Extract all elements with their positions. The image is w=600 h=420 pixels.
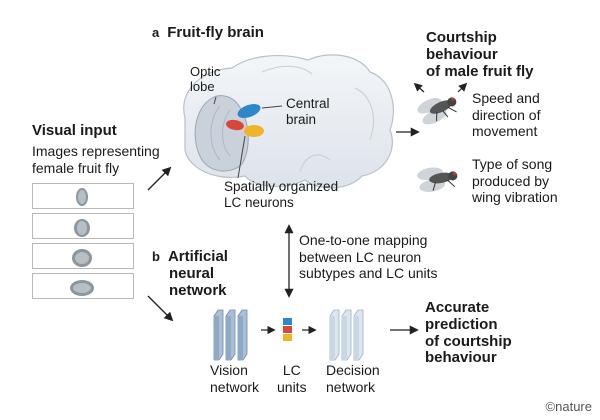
- visual-input-desc-line-1: Images representing: [32, 143, 160, 159]
- prediction-label: Accurate prediction of courtship behavio…: [425, 299, 512, 367]
- lc-neurons-highlight: [226, 104, 264, 137]
- song-line-1: Type of song: [472, 156, 553, 172]
- central-brain-line-1: Central: [286, 96, 330, 111]
- mapping-label: One-to-one mapping between LC neuron sub…: [299, 232, 438, 282]
- nature-credit: ©nature: [545, 399, 592, 414]
- input-image-2: [32, 213, 134, 239]
- central-brain-label: Central brain: [286, 96, 330, 128]
- input-image-4: [32, 273, 134, 299]
- courtship-title-line-3: of male fruit fly: [426, 62, 534, 80]
- arrow-input-to-network: [147, 295, 174, 322]
- mapping-line-1: One-to-one mapping: [299, 232, 428, 248]
- panel-b-letter: b: [152, 249, 160, 264]
- prediction-line-1: Accurate: [425, 299, 490, 316]
- optic-lobe-line-2: lobe: [190, 79, 215, 95]
- visual-input-desc: Images representing female fruit fly: [32, 143, 160, 176]
- input-image-1: [32, 183, 134, 209]
- panel-a-title: Fruit-fly brain: [167, 24, 264, 41]
- visual-input-desc-line-2: female fruit fly: [32, 159, 120, 176]
- courtship-title-line-2: behaviour: [426, 45, 498, 63]
- panel-a-heading: a Fruit-fly brain: [152, 24, 264, 42]
- speed-line-1: Speed and: [472, 90, 540, 106]
- panel-b-heading: b Artificial neural network: [152, 248, 228, 299]
- courtship-title: Courtship behaviour of male fruit fly: [426, 29, 534, 80]
- central-brain-leader: [261, 105, 283, 109]
- vision-network-layers: [213, 309, 248, 361]
- vision-line-2: network: [210, 378, 260, 395]
- prediction-line-3: of courtship: [425, 332, 512, 350]
- optic-lobe-line-1: Optic: [190, 64, 221, 79]
- lc-neurons-label: Spatially organized LC neurons: [224, 179, 338, 211]
- song-line-3: wing vibration: [472, 189, 558, 206]
- decision-line-1: Decision: [326, 362, 380, 378]
- optic-lobe-label: Optic lobe: [190, 64, 220, 95]
- song-line-2: produced by: [472, 172, 550, 189]
- prediction-line-2: prediction: [425, 315, 498, 333]
- lc-units-line-1: LC: [282, 362, 301, 378]
- courtship-title-line-1: Courtship: [426, 29, 497, 46]
- panel-b-title-line-1: Artificial: [167, 248, 228, 265]
- lc-neurons-leader: [237, 135, 246, 179]
- prediction-line-4: behaviour: [425, 349, 497, 367]
- optic-lobe-shape: [194, 95, 249, 172]
- mapping-line-3: subtypes and LC units: [299, 265, 438, 282]
- lc-units-stack: [283, 318, 292, 341]
- speed-label: Speed and direction of movement: [472, 90, 540, 140]
- fly-1-icon: [417, 97, 457, 125]
- speed-line-2: direction of: [472, 106, 541, 123]
- visual-input-title: Visual input: [32, 122, 117, 139]
- lc-neurons-line-2: LC neurons: [224, 194, 294, 210]
- fly-2-icon: [417, 167, 458, 192]
- decision-network-layers: [329, 309, 364, 361]
- lc-units-line-2: units: [277, 378, 307, 395]
- song-label: Type of song produced by wing vibration: [472, 156, 558, 206]
- lc-units-label: LC units: [277, 362, 307, 395]
- panel-b-title-line-2: neural: [169, 264, 215, 282]
- fly-motion-arrows: [413, 82, 468, 93]
- mapping-line-2: between LC neuron: [299, 248, 422, 265]
- vision-line-1: Vision: [210, 362, 248, 378]
- panel-a-letter: a: [152, 25, 160, 40]
- decision-line-2: network: [326, 378, 376, 395]
- input-image-3: [32, 243, 134, 269]
- central-brain-line-2: brain: [286, 111, 317, 127]
- vision-network-label: Vision network: [210, 362, 259, 395]
- speed-line-3: movement: [472, 123, 538, 140]
- arrow-input-to-brain: [147, 166, 172, 191]
- panel-b-title-line-3: network: [169, 281, 227, 299]
- lc-neurons-line-1: Spatially organized: [224, 179, 339, 194]
- decision-network-label: Decision network: [326, 362, 380, 395]
- optic-lobe-leader: [213, 96, 217, 105]
